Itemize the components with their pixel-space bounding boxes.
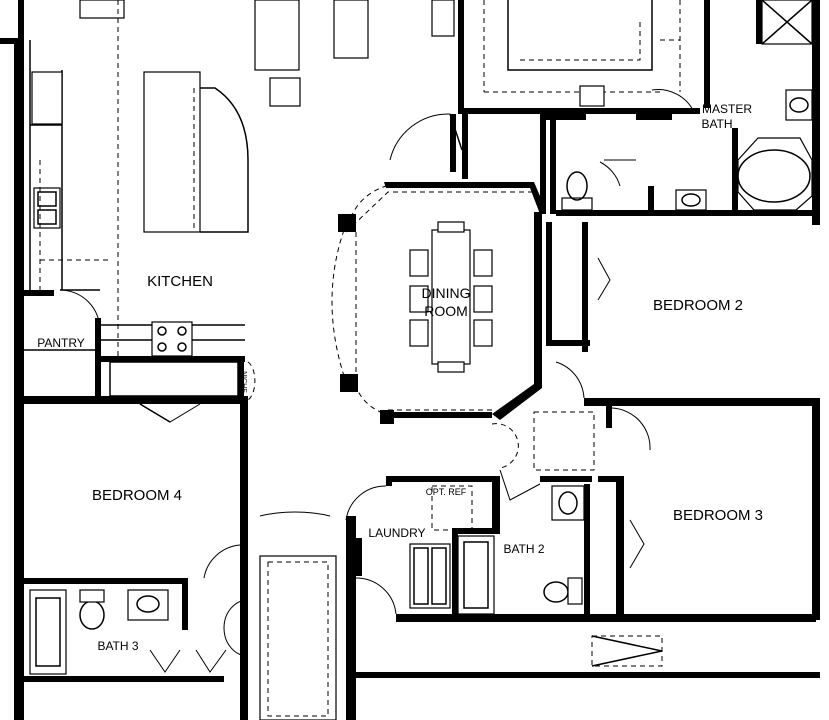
room-labels: KITCHEN PANTRY NICHE DINING ROOM MASTER … bbox=[37, 102, 763, 653]
label-opt-ref: OPT. REF bbox=[426, 487, 467, 497]
label-master-bath-1: MASTER bbox=[702, 102, 752, 116]
label-bedroom-3: BEDROOM 3 bbox=[673, 507, 763, 524]
label-bedroom-2: BEDROOM 2 bbox=[653, 297, 743, 314]
label-pantry: PANTRY bbox=[37, 336, 85, 350]
label-dining-2: ROOM bbox=[424, 303, 468, 319]
label-bath-2: BATH 2 bbox=[503, 542, 544, 556]
label-bedroom-4: BEDROOM 4 bbox=[92, 487, 182, 504]
cabinetry bbox=[24, 0, 813, 720]
label-dining-1: DINING bbox=[422, 285, 471, 301]
label-niche: NICHE bbox=[240, 371, 247, 393]
label-bath-3: BATH 3 bbox=[97, 639, 138, 653]
label-kitchen: KITCHEN bbox=[147, 273, 213, 290]
label-master-bath-2: BATH bbox=[701, 117, 732, 131]
label-laundry: LAUNDRY bbox=[368, 526, 425, 540]
door-swings bbox=[59, 89, 695, 673]
